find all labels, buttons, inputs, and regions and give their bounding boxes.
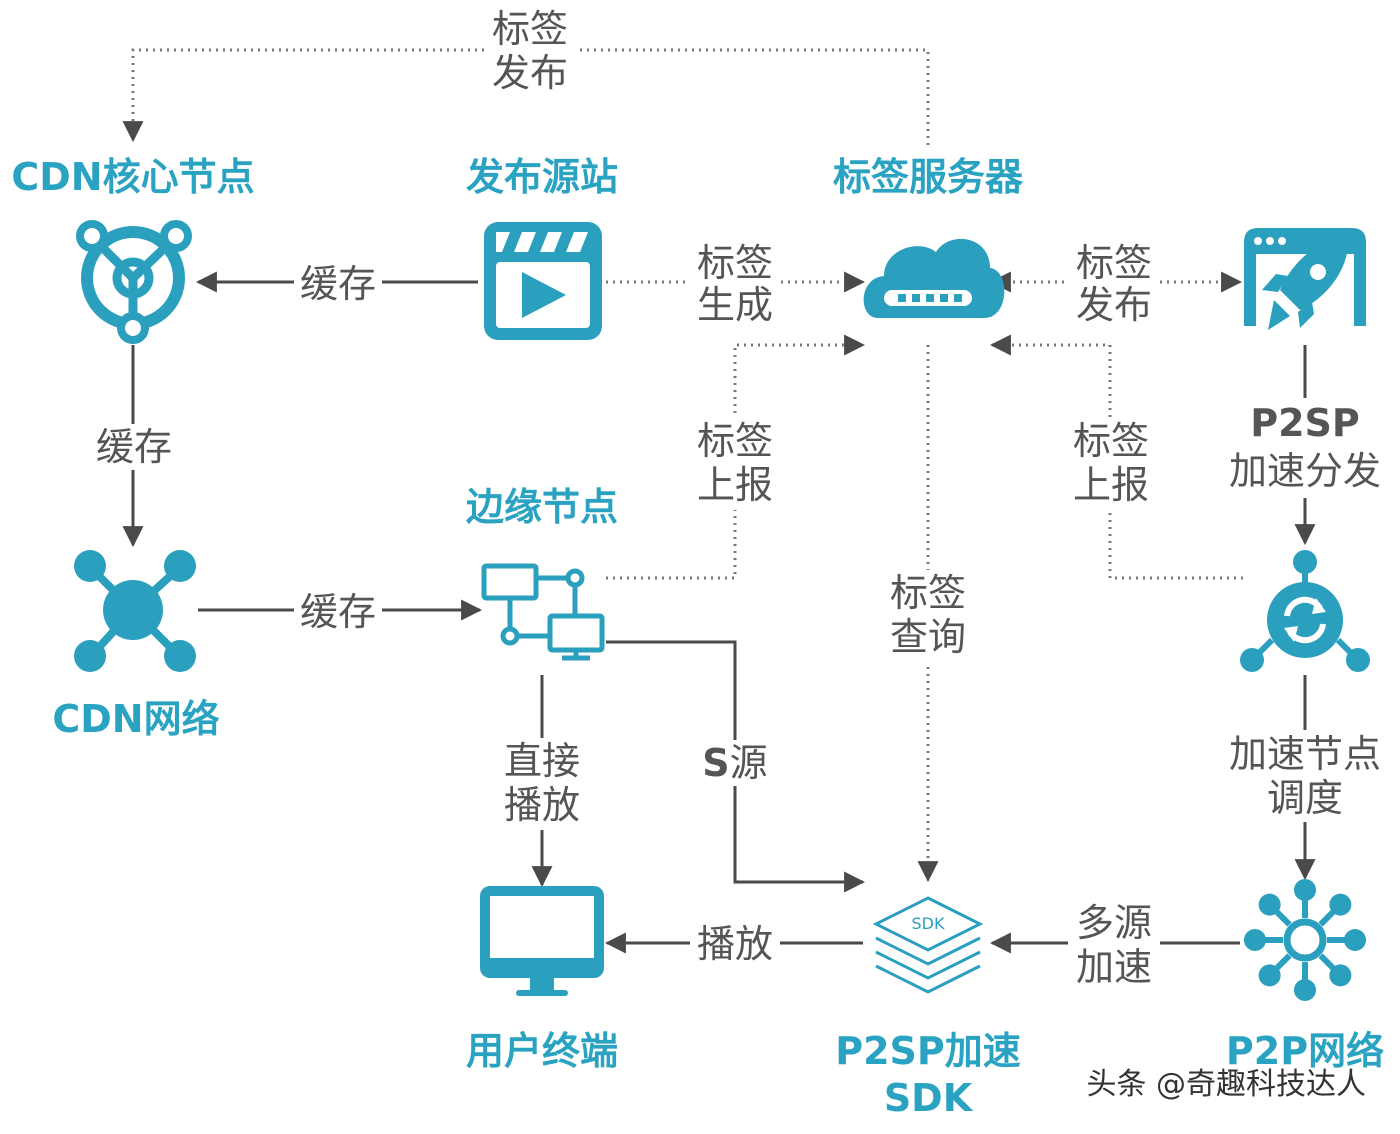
cloud-server-icon	[863, 238, 1005, 318]
label-tag-generate-2: 生成	[697, 283, 773, 327]
label-tag-generate-1: 标签	[697, 241, 773, 285]
label-accel-schedule-2: 调度	[1267, 776, 1343, 820]
label-play: 播放	[697, 922, 773, 966]
p2p-cluster-peer	[1344, 929, 1366, 951]
network-hub-icon	[74, 550, 196, 672]
p2p-refresh-node-icon	[1240, 550, 1370, 672]
label-top-publish-1: 标签	[492, 7, 568, 51]
label-tag-report-left-2: 上报	[697, 463, 773, 507]
sdk-stack-icon	[872, 896, 984, 994]
label-s-source-text: 源	[730, 741, 768, 785]
label-tag-query-1: 标签	[890, 571, 966, 615]
p2p-cluster-peer	[1244, 929, 1266, 951]
title-sdk-line1: P2SP加速	[835, 1029, 1021, 1073]
p2p-cluster-peer	[1294, 979, 1316, 1001]
p2p-cluster-peer	[1329, 964, 1352, 987]
label-p2sp-distribution: 加速分发	[1229, 449, 1381, 493]
title-tag-server: 标签服务器	[833, 155, 1024, 199]
label-accel-schedule-1: 加速节点	[1229, 732, 1381, 776]
p2p-cluster-peer	[1329, 893, 1352, 916]
title-publish-origin: 发布源站	[466, 155, 618, 199]
p2p-cluster-icon	[1244, 879, 1366, 1001]
label-cache-core: 缓存	[300, 262, 376, 306]
label-s-source-bold: S	[702, 741, 729, 785]
label-direct-play-2: 播放	[504, 783, 580, 827]
monitor-icon	[480, 886, 604, 996]
title-p2p-network: P2P网络	[1226, 1029, 1384, 1073]
label-cache-edge: 缓存	[300, 590, 376, 634]
p2p-cluster-peer	[1294, 879, 1316, 901]
video-clapperboard-icon	[484, 222, 602, 340]
label-s-source: S源	[702, 741, 767, 785]
title-user-terminal: 用户终端	[466, 1029, 618, 1073]
label-tag-report-right-2: 上报	[1073, 463, 1149, 507]
sdk-badge-text: SDK	[912, 914, 945, 933]
label-multi-source-1: 多源	[1076, 901, 1152, 945]
cdn-core-node-icon	[76, 220, 192, 344]
label-p2sp: P2SP	[1250, 401, 1360, 445]
label-direct-play-1: 直接	[504, 739, 580, 783]
watermark-text: 头条 @奇趣科技达人	[1086, 1067, 1366, 1102]
rocket-window-icon	[1244, 228, 1366, 330]
edge-network-monitors-icon	[481, 563, 605, 661]
label-tag-report-right-1: 标签	[1073, 419, 1149, 463]
p2p-cluster-peer	[1258, 964, 1281, 987]
label-top-publish-2: 发布	[492, 51, 568, 95]
label-tag-query-2: 查询	[890, 615, 966, 659]
p2p-cluster-center	[1283, 918, 1327, 962]
p2p-cluster-peer	[1258, 893, 1281, 916]
label-tag-report-left-1: 标签	[697, 419, 773, 463]
title-cdn-network: CDN网络	[52, 697, 219, 741]
label-cache-down: 缓存	[96, 425, 172, 469]
label-multi-source-2: 加速	[1076, 945, 1152, 989]
title-edge-node: 边缘节点	[466, 485, 618, 529]
title-sdk-line2: SDK	[884, 1076, 974, 1120]
label-tag-publish-right-1: 标签	[1076, 241, 1152, 285]
title-cdn-core: CDN核心节点	[11, 155, 254, 199]
label-tag-publish-right-2: 发布	[1076, 283, 1152, 327]
